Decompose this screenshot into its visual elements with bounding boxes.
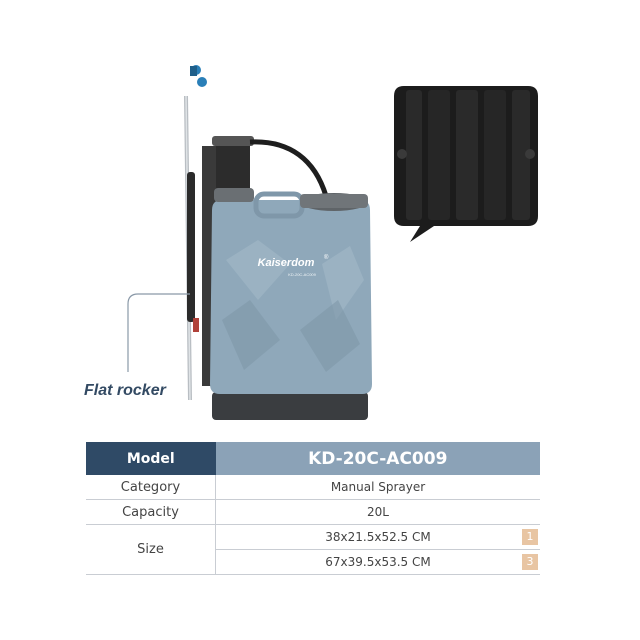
size-value-2: 67x39.5x53.5 CM 3	[215, 549, 540, 575]
header-label: Model	[86, 442, 216, 475]
row-value: Manual Sprayer	[215, 475, 540, 500]
spec-table: Model KD-20C-AC009 Category Manual Spray…	[86, 442, 540, 575]
table-row: Size 38x21.5x52.5 CM 1	[86, 524, 540, 575]
brand-registered: ®	[324, 254, 329, 261]
product-image: Kaiserdom ® KD-20C-AC009	[127, 65, 538, 420]
brand-subtext: KD-20C-AC009	[288, 272, 317, 277]
header-value: KD-20C-AC009	[215, 442, 540, 475]
detail-inset	[394, 86, 538, 242]
size-value-text: 38x21.5x52.5 CM	[325, 530, 431, 544]
table-row: Category Manual Sprayer	[86, 475, 540, 500]
row-label: Category	[86, 475, 216, 500]
callout-line	[127, 293, 190, 372]
size-label: Size	[86, 524, 216, 575]
size-badge: 1	[522, 529, 538, 545]
brand-name: Kaiserdom	[258, 257, 315, 269]
size-value-1: 38x21.5x52.5 CM 1	[215, 524, 540, 550]
table-row: Capacity 20L	[86, 499, 540, 525]
spray-lance	[184, 65, 207, 401]
size-badge: 3	[522, 554, 538, 570]
size-value-text: 67x39.5x53.5 CM	[325, 555, 431, 569]
sprayer-tank	[210, 188, 372, 420]
table-header-row: Model KD-20C-AC009	[86, 442, 540, 475]
table-row: 67x39.5x53.5 CM 3	[86, 549, 540, 575]
row-value: 20L	[215, 499, 540, 525]
callout-label: Flat rocker	[84, 382, 166, 399]
brand-logo: Kaiserdom ® KD-20C-AC009	[258, 254, 329, 277]
row-label: Capacity	[86, 499, 216, 525]
